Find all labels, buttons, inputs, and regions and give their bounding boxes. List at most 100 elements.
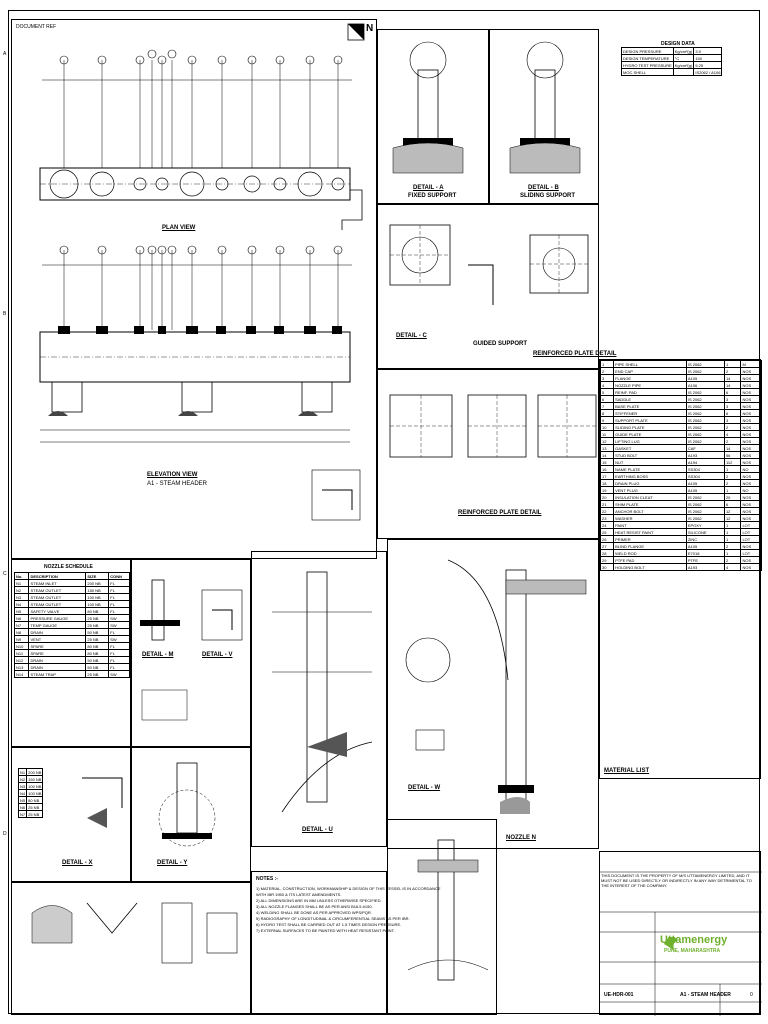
table-cell: 10 — [599, 423, 615, 431]
detail-a-title: DETAIL - A — [413, 185, 444, 191]
table-cell: STIFFENER — [613, 409, 687, 417]
table-cell: 1 — [723, 360, 742, 368]
table-cell: IS 2062 — [685, 514, 725, 522]
table-cell: FLANGE — [613, 374, 687, 382]
table-cell: 24 — [599, 521, 615, 529]
table-cell: 27 — [599, 542, 615, 550]
table-cell: N4 — [13, 600, 30, 608]
table-cell: 4 — [599, 381, 615, 389]
table-cell: 11 — [599, 430, 615, 438]
support-detail-drawing — [158, 762, 216, 847]
table-cell: 28 — [599, 549, 615, 557]
table-cell: N8 — [13, 628, 30, 636]
detail-a-zone: DETAIL - A FIXED SUPPORT — [377, 29, 489, 204]
table-cell: NUT — [613, 458, 687, 466]
detail-y-title: DETAIL - Y — [157, 860, 188, 866]
table-cell: A105 — [685, 374, 725, 382]
table-cell: 5 — [599, 388, 615, 396]
table-cell — [672, 68, 695, 76]
table-cell: LOT — [740, 521, 762, 529]
plan-drawing — [39, 23, 365, 521]
table-cell: A193 — [685, 451, 725, 459]
weld-detail-drawing — [82, 777, 123, 828]
table-cell: 25 NB — [85, 670, 110, 678]
detail-a-drawing — [392, 41, 464, 174]
grid-row-c: C — [3, 571, 7, 577]
table-cell: FL — [108, 593, 130, 601]
table-cell: 17 — [599, 472, 615, 480]
grid-row-b: B — [3, 311, 7, 317]
table-cell: 4 — [723, 430, 742, 438]
table-cell: SADDLE — [613, 395, 687, 403]
table-cell: FL — [108, 607, 130, 615]
table-cell: NAME PLATE — [613, 465, 687, 473]
table-cell: 25 NB — [26, 810, 44, 818]
table-cell: FL — [108, 628, 130, 636]
table-cell: A105 — [685, 542, 725, 550]
title-block: Uttamenergy PUNE, MAHARASHTRA UE-HDR-001… — [599, 851, 762, 1016]
table-cell: LIFTING LUG — [613, 437, 687, 445]
ownership-note: THIS DOCUMENT IS THE PROPERTY OF M/S UTT… — [601, 873, 752, 888]
table-cell: PAINT — [613, 521, 687, 529]
table-cell: IS 2062 — [685, 409, 725, 417]
table-cell: STUD BOLT — [613, 451, 687, 459]
table-cell: 3 — [723, 416, 742, 424]
table-cell: PTFE PAD — [613, 556, 687, 564]
table-cell: NOS — [740, 381, 762, 389]
note-line: 5) RADIOGRAPHY OF LONGITUDINAL & CIRCUMF… — [256, 916, 410, 921]
table-cell: HEAT RESIST PAINT — [613, 528, 687, 536]
table-cell: IS 2062 — [685, 402, 725, 410]
detail-v-title: DETAIL - V — [202, 652, 233, 658]
table-cell: 29 — [599, 556, 615, 564]
table-cell: EPOXY — [685, 521, 725, 529]
table-cell: NOS — [740, 430, 762, 438]
table-cell: IS 2062 — [685, 423, 725, 431]
table-cell: SUPPORT PLATE — [613, 416, 687, 424]
table-cell: A105 — [685, 479, 725, 487]
table-cell: 50 NB — [85, 628, 110, 636]
notes-list: 1) MATERIAL, CONSTRUCTION, WORKMANSHIP &… — [256, 886, 441, 934]
support-detail-zone: DETAIL - Y — [131, 747, 251, 882]
table-cell: DRAIN PLUG — [613, 479, 687, 487]
table-cell: 100 NB — [85, 593, 110, 601]
table-cell: SPARE — [28, 649, 87, 657]
table-cell: 13 — [599, 444, 615, 452]
detail-u-zone: DETAIL - U — [251, 551, 387, 847]
reinforced-plate-drawing — [389, 394, 597, 458]
nozzle-n-drawing — [405, 559, 587, 814]
table-cell: 12 — [599, 437, 615, 445]
table-cell: 2 — [723, 542, 742, 550]
table-cell: N14 — [13, 670, 30, 678]
detail-m-drawing — [140, 579, 243, 721]
table-cell: SLIDING PLATE — [613, 423, 687, 431]
table-cell: 18 — [599, 479, 615, 487]
reinforced-title-1: REINFORCED PLATE DETAIL — [533, 351, 617, 357]
note-line: WITH IBR 1950 & ITS LATEST AMENDMENTS. — [256, 892, 342, 897]
table-cell: IS 2062 — [685, 388, 725, 396]
nozzle-schedule-title: NOZZLE SCHEDULE — [44, 564, 93, 570]
table-cell: 25 — [599, 528, 615, 536]
table-cell: ZINC — [685, 535, 725, 543]
table-cell: SPARE — [28, 642, 87, 650]
table-cell: M — [740, 360, 762, 368]
table-cell: NO — [740, 486, 762, 494]
table-cell: NO — [740, 465, 762, 473]
